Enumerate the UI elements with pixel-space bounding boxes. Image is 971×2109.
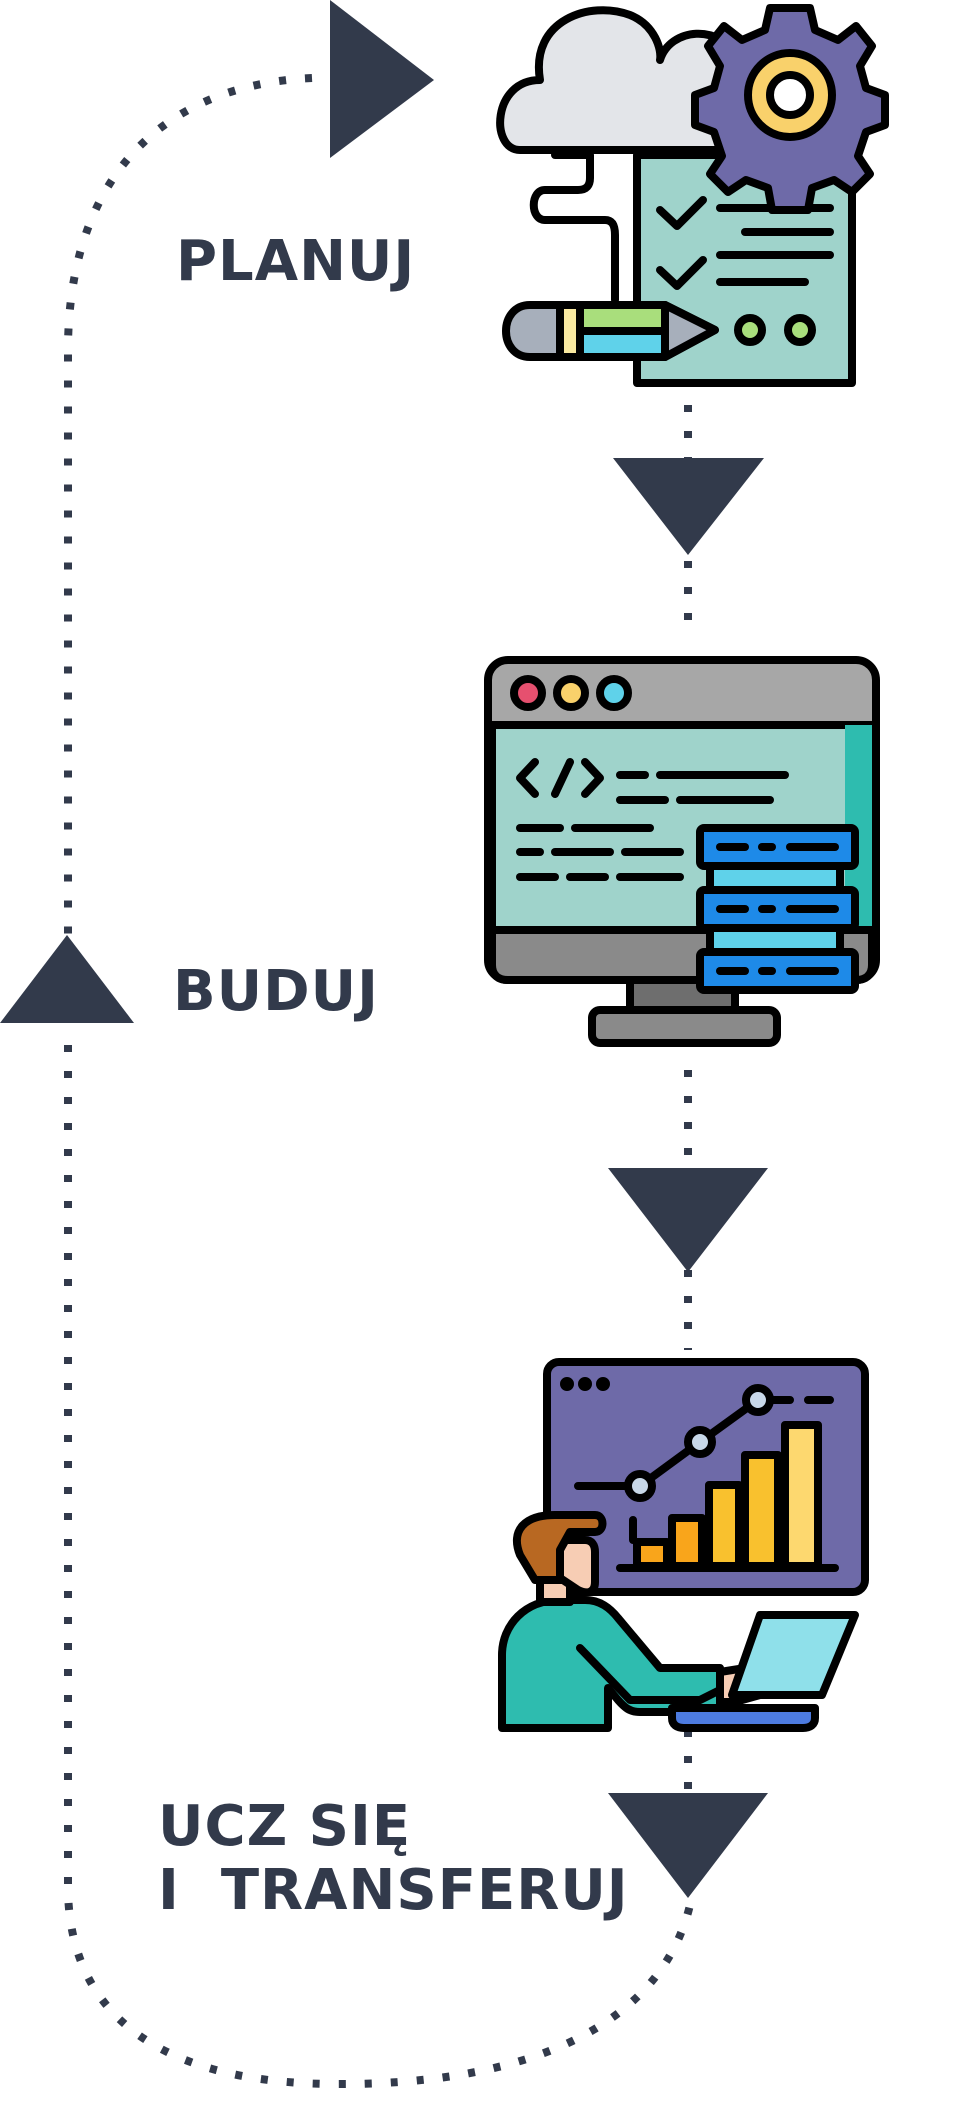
arrow-right-icon: [330, 0, 434, 158]
step-label-plan: PLANUJ: [176, 229, 416, 294]
arrow-down-icon: [608, 1793, 768, 1898]
arrow-down-icon: [613, 458, 764, 555]
arrow-up-icon: [0, 935, 134, 1023]
step-label-build: BUDUJ: [173, 959, 379, 1024]
step-label-learn-line2: I TRANSFERUJ: [158, 1858, 629, 1924]
step-label-learn-line1: UCZ SIĘ: [158, 1794, 412, 1859]
monitor-code-server-icon: [484, 656, 880, 1047]
cycle-path: [64, 74, 694, 2089]
person-laptop-analytics-icon: [498, 1358, 869, 1732]
step-label-learn: UCZ SIĘ I TRANSFERUJ: [158, 1794, 629, 1924]
planning-document-gear-icon: [496, 4, 889, 387]
arrow-down-icon: [608, 1168, 768, 1272]
